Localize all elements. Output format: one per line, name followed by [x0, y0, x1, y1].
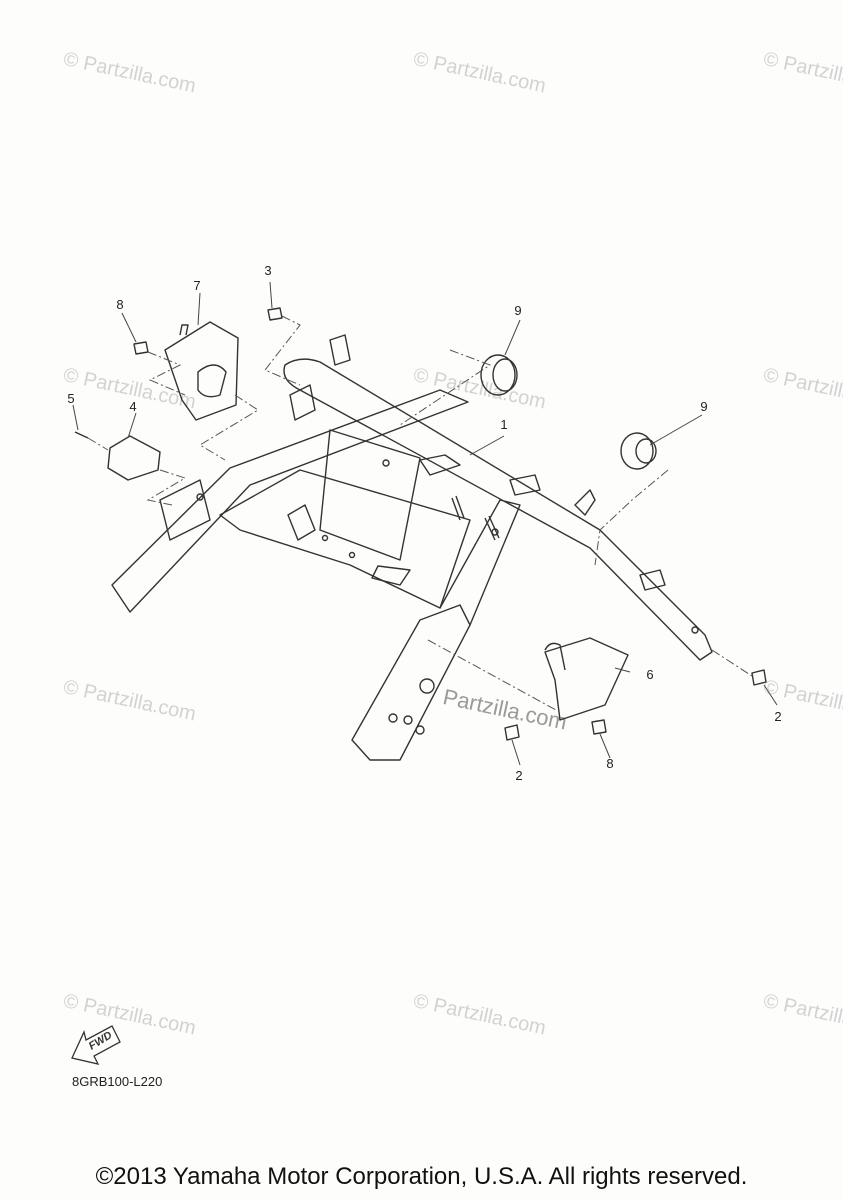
callout-3: 3: [264, 263, 272, 278]
diagram-code: 8GRB100-L220: [72, 1074, 163, 1089]
callout-9: 9: [514, 303, 522, 318]
callout-8: 8: [116, 297, 124, 312]
callout-7: 7: [193, 278, 201, 293]
callout-2: 2: [774, 709, 782, 724]
copyright-notice: ©2013 Yamaha Motor Corporation, U.S.A. A…: [95, 1163, 748, 1190]
bolt-8-upper: [133, 341, 149, 355]
callout-5: 5: [67, 391, 75, 406]
frame-left-gusset: [159, 479, 211, 541]
bracket-6: [544, 637, 629, 721]
bolt-8-lower: [591, 719, 607, 735]
fwd-arrow-icon: [71, 1025, 121, 1065]
bolt-2-lower: [504, 724, 520, 741]
frame-cross-tube: [283, 358, 713, 661]
grommet-9-upper: [480, 354, 516, 396]
screw-5: [74, 431, 89, 439]
callout-9: 9: [700, 399, 708, 414]
callout-8: 8: [606, 756, 614, 771]
bolt-2-right: [751, 669, 767, 686]
frame-center-panel: [319, 429, 421, 561]
frame-right-leg: [351, 604, 471, 761]
grommet-9-lower: [620, 432, 654, 470]
frame-left-rail: [111, 389, 469, 613]
callout-1: 1: [500, 417, 508, 432]
callout-6: 6: [646, 667, 654, 682]
callout-4: 4: [129, 399, 137, 414]
callout-2: 2: [515, 768, 523, 783]
clamp-4: [107, 435, 161, 481]
frame-center-post: [439, 499, 521, 626]
bracket-7: [164, 321, 239, 421]
bolt-3: [267, 307, 283, 321]
